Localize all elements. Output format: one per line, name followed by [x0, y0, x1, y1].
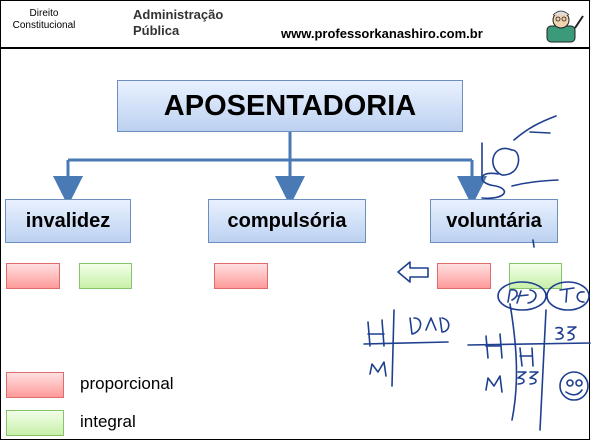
professor-avatar-icon	[546, 10, 584, 43]
subject-label: Direito Constitucional	[2, 8, 86, 32]
legend-swatch-integral	[6, 410, 64, 436]
subject-line2: Constitucional	[12, 20, 76, 31]
swatch-invalidez-integral	[79, 263, 132, 289]
swatch-invalidez-proporcional	[6, 263, 60, 289]
legend-label-integral: integral	[80, 412, 136, 431]
header-divider	[0, 47, 590, 49]
course-line1: Administração	[133, 7, 224, 22]
root-node: APOSENTADORIA	[117, 80, 463, 132]
swatch-compulsoria-proporcional	[214, 263, 268, 289]
course-label: Administração Pública	[133, 7, 223, 39]
legend-swatch-proporcional	[6, 372, 64, 398]
node-voluntaria: voluntária	[430, 199, 558, 243]
legend-label-proporcional: proporcional	[80, 374, 174, 393]
node-compulsoria: compulsória	[208, 199, 366, 243]
site-url[interactable]: www.professorkanashiro.com.br	[281, 26, 483, 41]
course-line2: Pública	[133, 23, 180, 38]
subject-line1: Direito	[29, 8, 59, 19]
node-invalidez: invalidez	[5, 199, 131, 243]
swatch-voluntaria-proporcional	[437, 263, 491, 289]
